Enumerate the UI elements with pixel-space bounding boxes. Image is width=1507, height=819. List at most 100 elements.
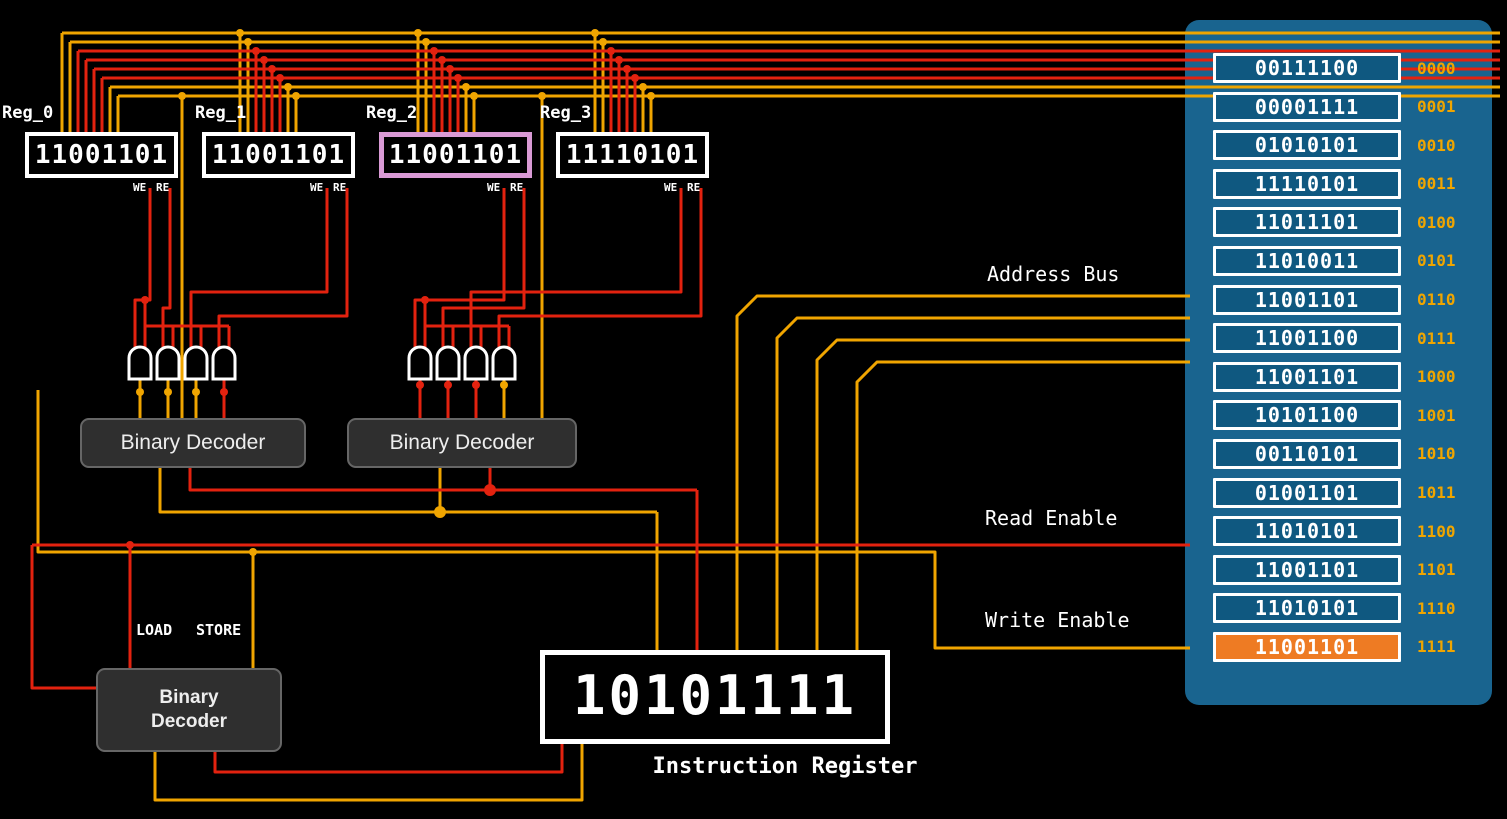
wire-red bbox=[188, 468, 697, 492]
junction-dot bbox=[599, 38, 607, 46]
wire-red bbox=[133, 188, 152, 347]
junction-dot bbox=[454, 74, 462, 82]
memory-row: 01001101 1011 bbox=[1185, 477, 1492, 508]
register-label: Reg_1 bbox=[195, 103, 247, 123]
junction-dot bbox=[444, 381, 452, 389]
memory-cell[interactable]: 11110101 bbox=[1213, 168, 1401, 199]
memory-address-label: 1001 bbox=[1417, 405, 1456, 425]
memory-address-label: 0000 bbox=[1417, 58, 1456, 78]
junction-dot bbox=[615, 56, 623, 64]
register-reg0[interactable]: 11001101 bbox=[25, 132, 178, 178]
memory-cell[interactable]: 11001101 bbox=[1213, 631, 1401, 662]
memory-address-label: 1101 bbox=[1417, 560, 1456, 580]
memory-cell[interactable]: 11001101 bbox=[1213, 361, 1401, 392]
junction-dot bbox=[639, 83, 647, 91]
memory-address-label: 0100 bbox=[1417, 212, 1456, 232]
read-enable-pin-label: RE bbox=[333, 181, 347, 194]
wire-red bbox=[441, 188, 526, 347]
memory-cell[interactable]: 11010101 bbox=[1213, 516, 1401, 547]
register-reg1[interactable]: 11001101 bbox=[202, 132, 355, 178]
and-gate-icon bbox=[463, 345, 489, 381]
junction-dot bbox=[434, 506, 446, 518]
wire-red bbox=[30, 545, 96, 690]
memory-address-label: 1011 bbox=[1417, 483, 1456, 503]
junction-dot bbox=[472, 381, 480, 389]
memory-cell[interactable]: 01010101 bbox=[1213, 130, 1401, 161]
junction-dot bbox=[607, 47, 615, 55]
wire-orange bbox=[735, 294, 1190, 650]
wire-red bbox=[413, 188, 506, 347]
memory-address-label: 0110 bbox=[1417, 290, 1456, 310]
junction-dot bbox=[538, 92, 546, 100]
memory-cell[interactable]: 10101100 bbox=[1213, 400, 1401, 431]
wire-red bbox=[217, 188, 349, 347]
memory-cell[interactable]: 00111100 bbox=[1213, 53, 1401, 83]
junction-dot bbox=[236, 29, 244, 37]
memory-cell[interactable]: 11001101 bbox=[1213, 284, 1401, 315]
and-gate-icon bbox=[183, 345, 209, 381]
junction-dot bbox=[430, 47, 438, 55]
wire-orange bbox=[153, 744, 584, 802]
memory-cell[interactable]: 11001101 bbox=[1213, 554, 1401, 585]
junction-dot bbox=[244, 38, 252, 46]
wire-red bbox=[189, 188, 329, 347]
memory-row: 00111100 0000 bbox=[1185, 53, 1492, 83]
junction-dot bbox=[416, 381, 424, 389]
memory-row: 11010101 1110 bbox=[1185, 593, 1492, 624]
junction-dot bbox=[252, 47, 260, 55]
memory-address-label: 0011 bbox=[1417, 174, 1456, 194]
and-gate-icon bbox=[211, 345, 237, 381]
register-reg2[interactable]: 11001101 bbox=[379, 132, 532, 178]
junction-dot bbox=[141, 296, 149, 304]
read-enable-pin-label: RE bbox=[156, 181, 170, 194]
binary-decoder-left[interactable]: Binary Decoder bbox=[80, 418, 306, 468]
memory-row: 11010101 1100 bbox=[1185, 516, 1492, 547]
wire-red bbox=[497, 188, 703, 347]
binary-decoder-loadstore[interactable]: Binary Decoder bbox=[96, 668, 282, 752]
instruction-register[interactable]: 10101111 bbox=[540, 650, 890, 744]
junction-dot bbox=[164, 388, 172, 396]
memory-address-label: 1000 bbox=[1417, 367, 1456, 387]
junction-dot bbox=[249, 548, 257, 556]
memory-address-label: 1110 bbox=[1417, 598, 1456, 618]
binary-decoder-right[interactable]: Binary Decoder bbox=[347, 418, 577, 468]
register-label: Reg_3 bbox=[540, 103, 592, 123]
memory-cell[interactable]: 11001100 bbox=[1213, 323, 1401, 354]
address-bus-label: Address Bus bbox=[987, 262, 1120, 286]
memory-row: 11001101 1000 bbox=[1185, 361, 1492, 392]
memory-cell[interactable]: 11011101 bbox=[1213, 207, 1401, 238]
memory-cell[interactable]: 00110101 bbox=[1213, 438, 1401, 469]
junction-dot bbox=[422, 38, 430, 46]
junction-dot bbox=[220, 388, 228, 396]
junction-dot bbox=[470, 92, 478, 100]
register-label: Reg_0 bbox=[2, 103, 54, 123]
junction-dot bbox=[591, 29, 599, 37]
wire-orange bbox=[855, 360, 1190, 650]
junction-dot bbox=[438, 56, 446, 64]
memory-row: 11001101 1101 bbox=[1185, 554, 1492, 585]
junction-dot bbox=[276, 74, 284, 82]
junction-dot bbox=[284, 83, 292, 91]
junction-dot bbox=[268, 65, 276, 73]
junction-dot bbox=[136, 388, 144, 396]
register-reg3[interactable]: 11110101 bbox=[556, 132, 709, 178]
junction-dot bbox=[414, 29, 422, 37]
memory-cell[interactable]: 01001101 bbox=[1213, 477, 1401, 508]
write-enable-pin-label: WE bbox=[133, 181, 147, 194]
read-enable-label: Read Enable bbox=[985, 506, 1118, 530]
junction-dot bbox=[647, 92, 655, 100]
wire-orange bbox=[775, 316, 1190, 650]
memory-cell[interactable]: 11010101 bbox=[1213, 593, 1401, 624]
memory-address-label: 1100 bbox=[1417, 521, 1456, 541]
memory-cell[interactable]: 00001111 bbox=[1213, 91, 1401, 122]
memory-row: 10101100 1001 bbox=[1185, 400, 1492, 431]
wire-red bbox=[423, 300, 509, 328]
memory-cell[interactable]: 11010011 bbox=[1213, 245, 1401, 276]
decoder-text-line1: Binary bbox=[159, 687, 219, 709]
